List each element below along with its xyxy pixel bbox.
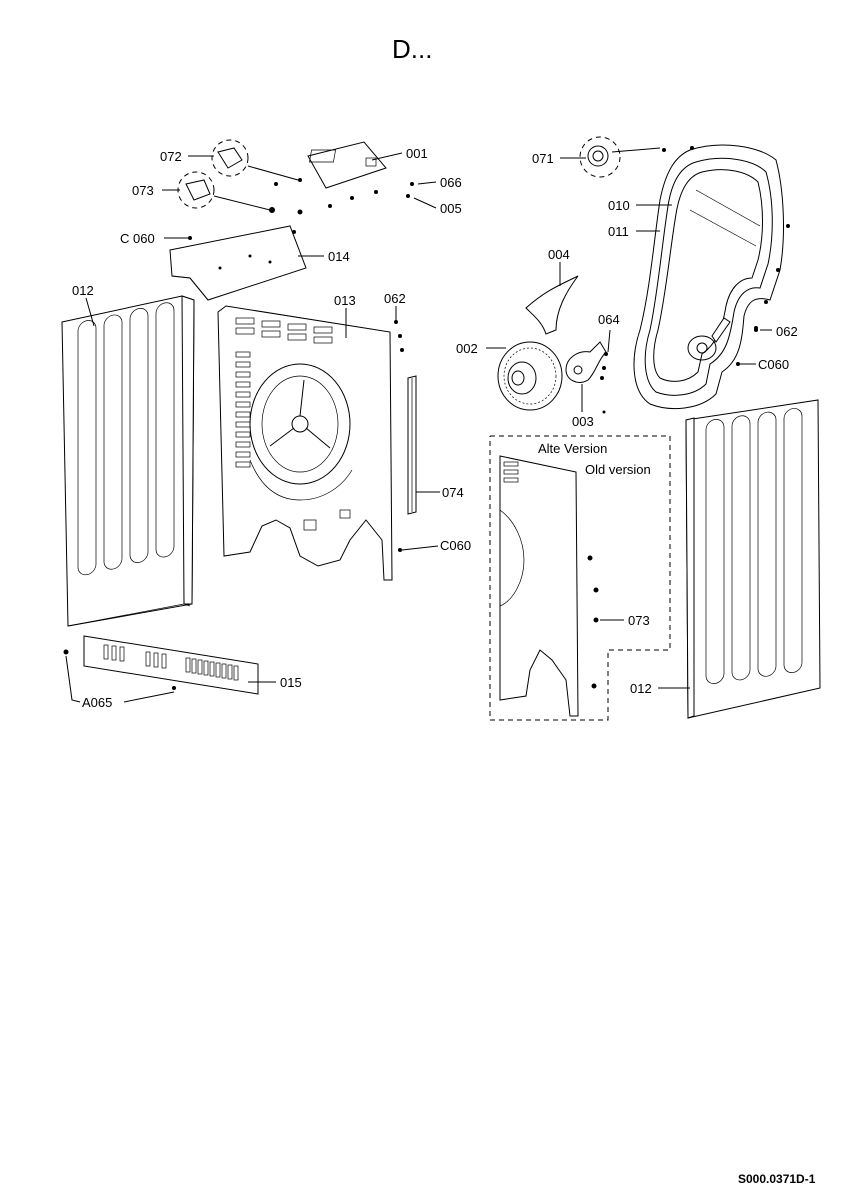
- callout-c060-top: C 060: [120, 231, 155, 246]
- callout-a065: A065: [82, 695, 112, 710]
- knob-circle-072: [211, 139, 249, 177]
- old-version-label-en: Old version: [585, 462, 651, 477]
- callout-011: 011: [608, 224, 629, 239]
- callout-073: 073: [132, 183, 154, 198]
- callout-012-right: 012: [630, 681, 652, 696]
- callout-062-right: 062: [776, 324, 798, 339]
- callout-c060-mid: C060: [440, 538, 471, 553]
- air-duct-frame: [633, 144, 784, 410]
- callout-001: 001: [406, 146, 428, 161]
- callout-074: 074: [442, 485, 464, 500]
- callout-072: 072: [160, 149, 182, 164]
- drawing-code: S000.0371D-1: [738, 1172, 816, 1186]
- electronic-module: [307, 141, 387, 189]
- callout-066: 066: [440, 175, 462, 190]
- callout-012-left: 012: [72, 283, 94, 298]
- old-version-box: [489, 435, 671, 721]
- callout-015: 015: [280, 675, 302, 690]
- seal-strip: [407, 375, 417, 515]
- callout-071: 071: [532, 151, 554, 166]
- callout-010: 010: [608, 198, 630, 213]
- callout-c060-right: C060: [758, 357, 789, 372]
- callout-004: 004: [548, 247, 570, 262]
- fan-wheel: [497, 341, 563, 411]
- callout-013: 013: [334, 293, 356, 308]
- callout-003: 003: [572, 414, 594, 429]
- callout-062-left: 062: [384, 291, 406, 306]
- motor-cover: [565, 341, 607, 383]
- thermostat-071: [579, 136, 661, 178]
- back-wall-panel: [217, 305, 393, 581]
- callout-005: 005: [440, 201, 462, 216]
- callout-014: 014: [328, 249, 350, 264]
- page-title: D...: [392, 34, 433, 64]
- kickplate-panel: [83, 635, 259, 695]
- knob-circle-073: [177, 171, 215, 209]
- fan-bracket: [525, 275, 579, 335]
- callout-064: 064: [598, 312, 620, 327]
- callout-073-old: 073: [628, 613, 650, 628]
- side-panel-right: [685, 399, 821, 719]
- old-version-label-de: Alte Version: [538, 441, 607, 456]
- callout-002: 002: [456, 341, 478, 356]
- side-panel-left: [61, 295, 195, 627]
- control-panel-bracket: [169, 225, 307, 301]
